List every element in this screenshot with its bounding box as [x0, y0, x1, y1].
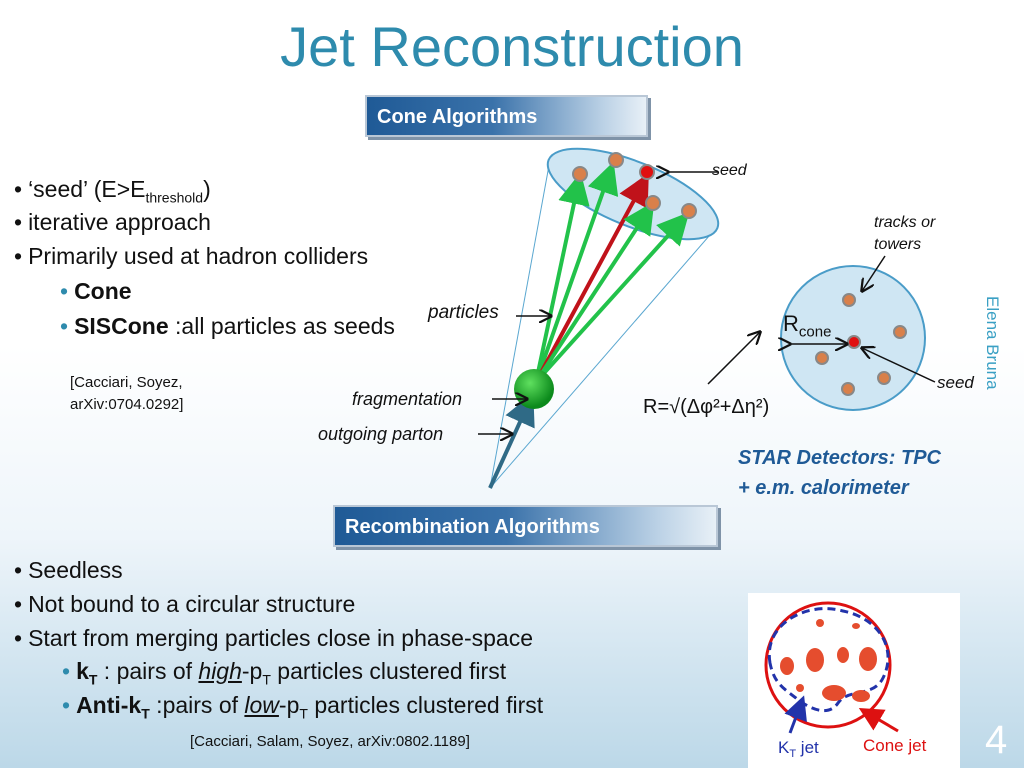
- particle-blob: [852, 690, 870, 702]
- jet-comparison-drawing: KT jet Cone jet: [764, 601, 927, 760]
- fragmentation-label: fragmentation: [352, 389, 463, 409]
- bullet-seed: •‘seed’ (E>Ethreshold): [14, 176, 211, 206]
- sub-bullet-kt: •kT : pairs of high-pT particles cluster…: [62, 658, 507, 688]
- seed-right-label: seed: [937, 373, 974, 392]
- kt-jet-label: KT jet: [778, 738, 819, 760]
- particle-blob: [822, 685, 846, 701]
- sub-bullet-anti-kt: •Anti-kT :pairs of low-pT particles clus…: [62, 692, 544, 722]
- bullet-dot: •: [14, 176, 23, 202]
- fragmentation-ball: [514, 369, 554, 409]
- recomb-reference: [Cacciari, Salam, Soyez, arXiv:0802.1189…: [190, 733, 470, 750]
- formula-arrow: [707, 332, 760, 385]
- bullet-dot: •: [60, 313, 69, 339]
- cone-reference: [Cacciari, Soyez, arXiv:0704.0292]: [70, 374, 184, 413]
- bullet-iterative: •iterative approach: [14, 209, 211, 235]
- particle-arrow: [534, 172, 590, 383]
- r-cone-label: Rcone: [783, 311, 832, 341]
- sub-bullet-siscone: •SISCone :all particles as seeds: [60, 313, 395, 339]
- parton-arrow: [488, 392, 535, 489]
- bullet-dot: •: [14, 557, 23, 583]
- cone-algorithms-banner: Cone Algorithms: [365, 95, 648, 137]
- particle-blob: [816, 619, 824, 627]
- star-detectors-text: STAR Detectors: TPC + e.m. calorimeter: [738, 447, 941, 499]
- bullet-seedless: •Seedless: [14, 557, 123, 583]
- particle-dot: [608, 152, 624, 168]
- sub-bullet-cone: •Cone: [60, 278, 132, 304]
- bullet-dot: •: [14, 591, 23, 617]
- particle-dot: [893, 325, 907, 339]
- seed-right-arrow: [862, 348, 936, 383]
- cone-jet-pointer: [858, 707, 899, 733]
- particle-dot: [842, 293, 856, 307]
- seed-dot: [847, 335, 861, 349]
- tracks-label-arrow: [862, 255, 886, 291]
- particle-dot: [815, 351, 829, 365]
- bullet-dot: •: [62, 692, 71, 718]
- particle-dot: [645, 195, 661, 211]
- bullet-dot: •: [14, 243, 23, 269]
- radius-formula: R=√(Δφ²+Δη²): [643, 396, 770, 418]
- particle-dot: [841, 382, 855, 396]
- particles-label: particles: [428, 302, 499, 323]
- recombination-algorithms-banner: Recombination Algorithms: [333, 505, 718, 547]
- bullet-not-circular: •Not bound to a circular structure: [14, 591, 356, 617]
- particle-blob: [806, 648, 824, 672]
- tracks-label: tracks or towers: [874, 214, 936, 253]
- particle-blob: [780, 657, 794, 675]
- bullet-dot: •: [14, 209, 23, 235]
- author-name: Elena Bruna: [983, 296, 1002, 390]
- particle-arrow: [534, 201, 655, 384]
- jet-comparison-image: KT jet Cone jet: [748, 593, 960, 768]
- particle-blob: [859, 647, 877, 671]
- seed-dot: [639, 164, 655, 180]
- cone-jet-circle: [764, 601, 892, 729]
- particle-blob: [837, 647, 849, 663]
- particle-blob: [796, 684, 804, 692]
- particle-dot: [877, 371, 891, 385]
- bullet-merging: •Start from merging particles close in p…: [14, 625, 534, 651]
- particle-dot: [681, 203, 697, 219]
- particle-blob: [852, 623, 860, 629]
- bullet-dot: •: [62, 658, 71, 684]
- bullet-hadron-colliders: •Primarily used at hadron colliders: [14, 243, 369, 269]
- outgoing-parton-label: outgoing parton: [318, 424, 444, 444]
- particle-arrow: [534, 161, 619, 383]
- particle-dot: [572, 166, 588, 182]
- cone-edge-right: [489, 227, 717, 489]
- bullet-dot: •: [14, 625, 23, 651]
- particle-arrow: [534, 212, 690, 384]
- cone-jet-label: Cone jet: [863, 736, 927, 755]
- page-title: Jet Reconstruction: [280, 15, 744, 78]
- bullet-dot: •: [60, 278, 69, 304]
- page-number: 4: [985, 718, 1008, 762]
- kt-jet-pointer: [784, 695, 807, 734]
- seed-label: seed: [712, 162, 747, 179]
- cone-edge-left: [489, 159, 551, 489]
